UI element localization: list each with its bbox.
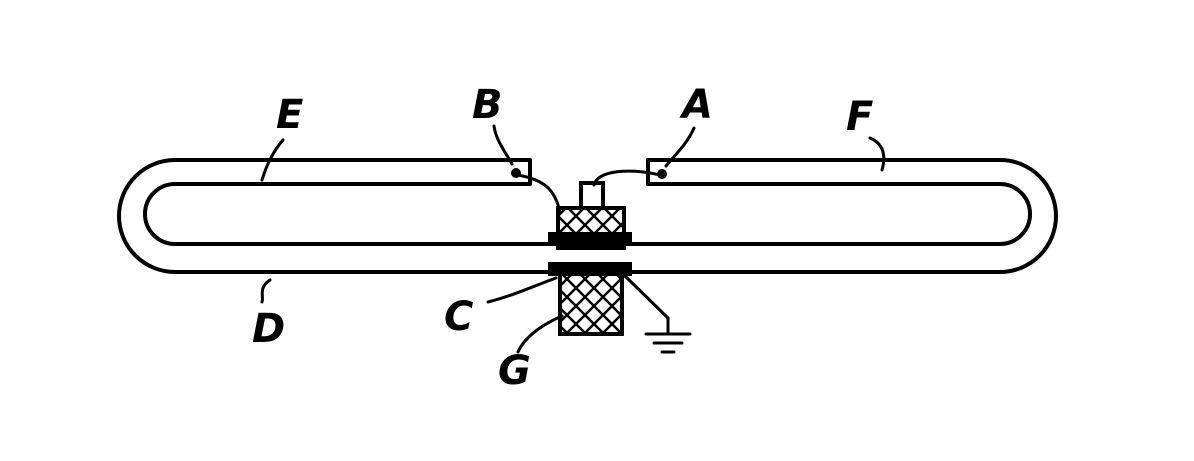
feed-wire-a [592, 169, 662, 187]
coaxial-feed [548, 181, 632, 336]
leader-c [486, 276, 558, 304]
label-g: G [498, 348, 531, 394]
leader-a [664, 126, 696, 168]
label-e: E [276, 92, 303, 138]
feed-wire-b [516, 173, 562, 214]
label-d: D [252, 306, 285, 352]
leader-d [260, 278, 272, 304]
leader-f [868, 136, 886, 172]
label-b: B [472, 82, 503, 128]
leader-b [492, 124, 514, 166]
leader-g [516, 314, 564, 354]
ground-symbol-icon [623, 274, 692, 354]
label-c: C [444, 294, 473, 340]
leader-e [260, 138, 285, 182]
label-a: A [679, 82, 713, 128]
label-f: F [846, 94, 873, 140]
terminal-a-dot-icon [657, 169, 667, 179]
